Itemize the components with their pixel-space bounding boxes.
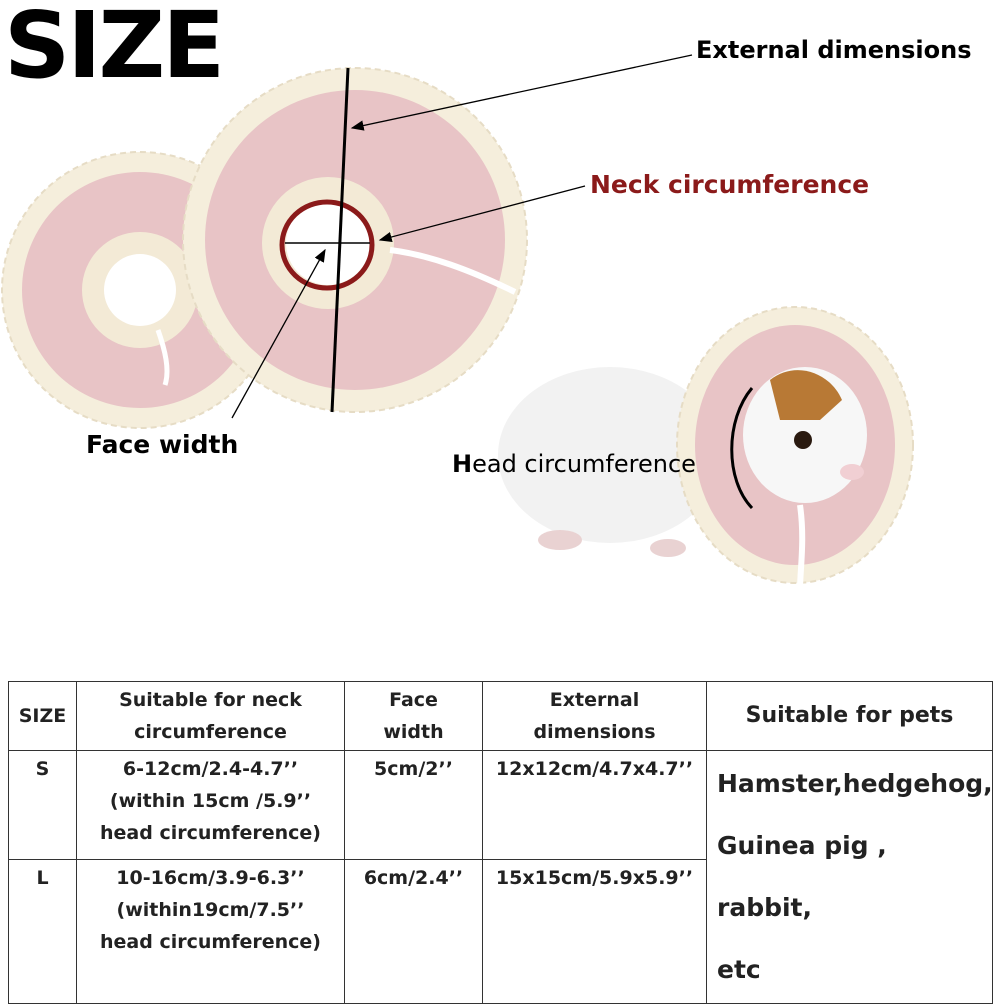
- external-dimensions-cell: 15x15cm/5.9x5.9’’: [482, 858, 707, 1004]
- head-circumference-initial: H: [452, 450, 473, 478]
- head-circumference-marker: [730, 387, 754, 510]
- face-width-cell: 6cm/2.4’’: [344, 858, 483, 1004]
- table-row: S 6-12cm/2.4-4.7’’(within 15cm /5.9’’hea…: [8, 750, 993, 1004]
- external-dimensions-label: External dimensions: [696, 36, 972, 64]
- guinea-pig-photo: [498, 306, 914, 591]
- face-width-cell: 5cm/2’’: [344, 750, 483, 860]
- face-width-label: Face width: [86, 430, 239, 459]
- face-width-arrow: [231, 248, 326, 419]
- external-dimension-arrow: [350, 54, 693, 131]
- neck-circumference-label: Neck circumference: [590, 170, 870, 199]
- header-pets: Suitable for pets: [706, 681, 993, 751]
- large-collar-image: [182, 67, 528, 413]
- size-cell: L: [8, 858, 77, 1004]
- header-size: SIZE: [8, 681, 77, 751]
- size-cell: S: [8, 750, 77, 860]
- neck-circumference-arrow: [378, 185, 586, 243]
- neck-cell: 10-16cm/3.9-6.3’’(within19cm/7.5’’head c…: [76, 858, 345, 1004]
- neck-circle-marker: [279, 199, 375, 291]
- product-illustration: [1, 54, 914, 591]
- page-title: SIZE: [4, 0, 225, 99]
- table-row: L 10-16cm/3.9-6.3’’(within19cm/7.5’’head…: [8, 858, 993, 1004]
- external-dimension-line: [330, 67, 350, 413]
- head-circumference-label: Head circumference: [452, 450, 696, 478]
- external-dimensions-cell: 12x12cm/4.7x4.7’’: [482, 750, 707, 860]
- pets-cell: Hamster,hedgehog,Guinea pig , rabbit,etc: [706, 750, 993, 1004]
- neck-cell: 6-12cm/2.4-4.7’’(within 15cm /5.9’’head …: [76, 750, 345, 860]
- head-circumference-rest: ead circumference: [472, 450, 696, 478]
